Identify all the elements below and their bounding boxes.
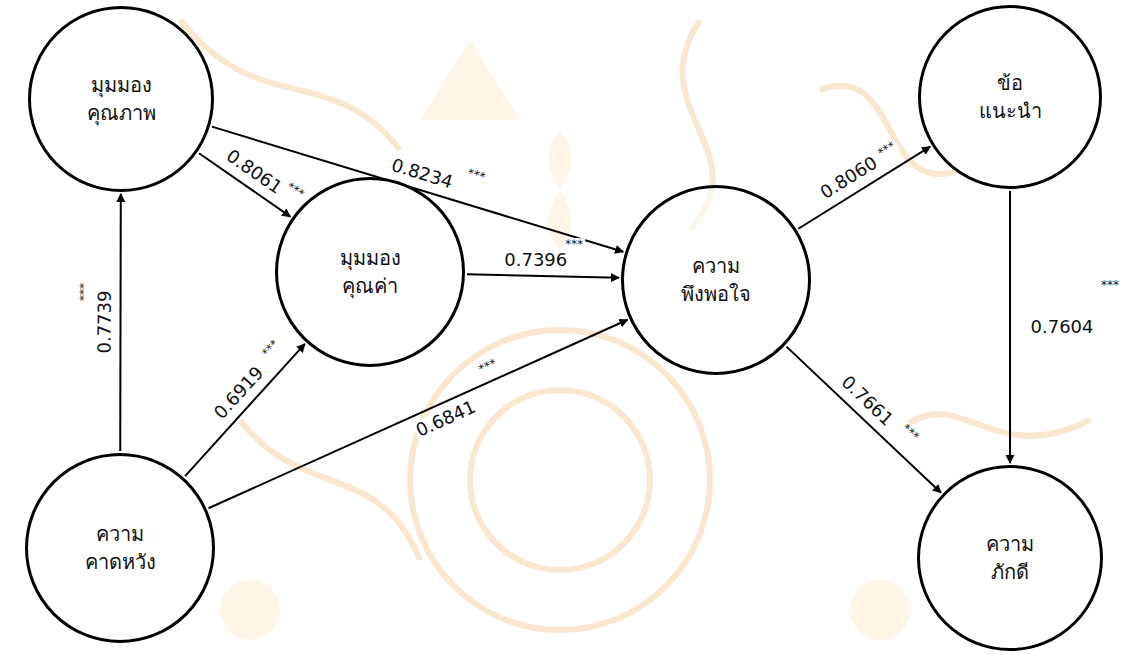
- path-coefficient: 0.7604: [1029, 317, 1096, 338]
- watermark-curve: [900, 414, 1090, 435]
- path-coefficient: 0.6841: [411, 396, 481, 442]
- watermark-ring: [410, 330, 710, 630]
- path-coefficient: 0.7396: [502, 249, 569, 270]
- construct-circle: ข้อ แนะนำ: [918, 5, 1102, 189]
- significance-mark: ***: [475, 357, 501, 379]
- construct-circle: ความ คาดหวัง: [25, 453, 215, 643]
- watermark-shape: [220, 580, 280, 640]
- construct-circle: ความ พึงพอใจ: [621, 185, 811, 375]
- path-coefficient: 0.7739: [94, 289, 115, 356]
- construct-circle: ความ ภักดี: [917, 465, 1103, 651]
- significance-mark: ***: [78, 281, 92, 303]
- circle-outline: [277, 179, 464, 366]
- significance-mark: ***: [563, 238, 585, 252]
- construct-name: ความ พึงพอใจ: [679, 252, 753, 308]
- path-arrow: [119, 194, 122, 451]
- circle-outline: [275, 177, 465, 367]
- construct-name: ความ ภักดี: [984, 530, 1036, 586]
- significance-mark: ***: [463, 166, 488, 186]
- significance-mark: ***: [897, 420, 922, 445]
- significance-mark: ***: [258, 336, 283, 362]
- watermark-shape: [850, 580, 910, 640]
- construct-name: ข้อ แนะนำ: [977, 69, 1044, 125]
- watermark-curve: [240, 420, 420, 560]
- significance-mark: ***: [874, 139, 900, 162]
- path-coefficient: 0.7661: [836, 370, 899, 431]
- circle-outline: [25, 453, 215, 643]
- construct-name: มุมมอง คุณภาพ: [85, 71, 158, 127]
- watermark-shape: [420, 40, 520, 120]
- circle-outline: [621, 185, 811, 375]
- path-arrow: [786, 347, 940, 493]
- path-arrow: [467, 274, 619, 278]
- path-arrow: [1009, 191, 1011, 463]
- path-arrow: [185, 344, 305, 476]
- watermark-curve: [180, 20, 400, 150]
- significance-mark: ***: [1099, 279, 1121, 293]
- circle-outline: [918, 5, 1102, 189]
- circle-outline: [919, 467, 1102, 650]
- watermark-ring: [470, 390, 650, 570]
- construct-name: ความ คาดหวัง: [83, 520, 158, 576]
- circle-outline: [30, 8, 213, 191]
- circle-outline: [917, 465, 1103, 651]
- path-coefficient: 0.8061: [220, 144, 287, 199]
- circle-outline: [623, 187, 810, 374]
- path-coefficient: 0.8060: [815, 152, 883, 205]
- circle-outline: [920, 7, 1101, 188]
- circle-outline: [28, 6, 214, 192]
- construct-circle: มุมมอง คุณภาพ: [28, 6, 214, 192]
- circle-outline: [27, 455, 214, 642]
- path-arrow: [798, 147, 930, 229]
- construct-name: มุมมอง คุณค่า: [338, 244, 403, 300]
- path-coefficient: 0.6919: [209, 361, 269, 425]
- construct-circle: มุมมอง คุณค่า: [275, 177, 465, 367]
